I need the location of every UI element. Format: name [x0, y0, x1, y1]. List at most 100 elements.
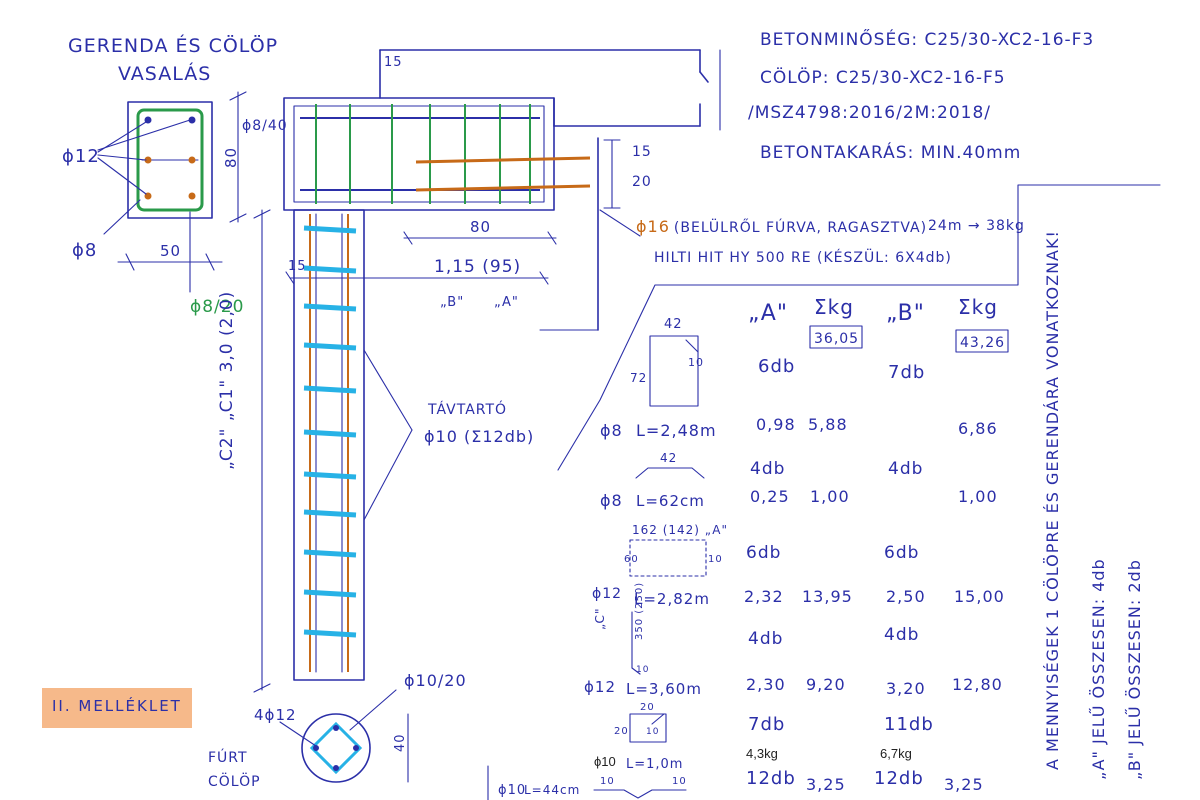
table-row: 42 72 10 6db 7db ϕ8 L=2,48m 0,98 5,88 6,…	[600, 317, 998, 440]
beam-dim-15-right: 15	[632, 144, 652, 160]
row-shape-dim: 42	[664, 317, 683, 332]
side-note-line2: „A" JELŰ ÖSSZESEN: 4db	[1088, 558, 1108, 780]
row-a-count: 4db	[748, 629, 783, 649]
pile-stirrup	[303, 589, 357, 598]
spec-pile-quality: CÖLÖP: C25/30-XC2-16-F5	[760, 66, 1006, 88]
row-bar: ϕ12	[592, 586, 622, 602]
row-length: L=2,48m	[636, 421, 717, 440]
row-bar: ϕ10	[594, 754, 616, 769]
row-b-count: 4db	[884, 625, 919, 645]
spec-standard: /MSZ4798:2016/2M:2018/	[748, 103, 991, 123]
bar-schedule-table: „A" Σkg 36,05 „B" Σkg 43,26 42 72 10 6db…	[487, 295, 1009, 800]
table-row: 162 (142) „A" 60 10 6db 6db ϕ12 L=2,82m …	[592, 523, 1005, 608]
row-b-sum: 12,80	[952, 675, 1003, 694]
pile-stirrup	[303, 385, 357, 394]
row-shape-dim: 10	[672, 776, 687, 787]
row-length: L=62cm	[636, 492, 705, 510]
beam-elevation	[283, 49, 721, 331]
section-phi8-40: ϕ8/40	[242, 118, 288, 134]
row-a-count: 12db	[746, 768, 796, 789]
row-b-sum: 15,00	[954, 587, 1005, 606]
pile-stirrups	[303, 225, 357, 638]
row-a-count: 7db	[748, 714, 785, 735]
row-b-count: 11db	[884, 714, 934, 735]
row-b-count: 4db	[888, 459, 923, 479]
beam-dowel: ϕ16(BELÜLRŐL FÚRVA, RAGASZTVA)	[636, 217, 927, 236]
side-note-line3: „B" JELŰ ÖSSZESEN: 2db	[1124, 559, 1144, 780]
row-bar: ϕ10	[498, 783, 526, 798]
table-row: 42 4db 4db ϕ8 L=62cm 0,25 1,00 1,00	[600, 451, 998, 510]
row-shape-dim: „C"	[593, 608, 607, 630]
pile-caption2: CÖLÖP	[208, 772, 261, 790]
spec-cover: BETONTAKARÁS: MIN.40mm	[760, 141, 1021, 163]
row-length: L=2,82m	[634, 590, 710, 608]
row-length: L=3,60m	[626, 680, 702, 698]
pile-cross-section	[279, 689, 409, 783]
pile-stirrup	[303, 265, 357, 274]
row-a-sum: 9,20	[806, 675, 846, 694]
table-col-b: „B"	[886, 301, 925, 326]
row-length: L=44cm	[524, 783, 580, 797]
row-shape-dim: 42	[660, 451, 677, 465]
beam-mark-a: „A"	[494, 295, 519, 310]
appendix-label: II. MELLÉKLET	[52, 697, 182, 715]
row-a-weight: 2,30	[746, 675, 786, 694]
section-width-dim	[117, 253, 223, 271]
section-height-dim	[229, 91, 247, 223]
row-b-kg: 6,7kg	[880, 746, 912, 761]
appendix-tag: II. MELLÉKLET	[42, 688, 192, 728]
beam-cross-section	[97, 101, 213, 293]
row-a-sum: 1,00	[810, 487, 850, 506]
pile-stirrup	[303, 629, 357, 638]
pile-height-dim	[253, 209, 271, 693]
beam-mark-b: „B"	[440, 295, 464, 310]
row-b-count: 6db	[884, 543, 919, 563]
beam-length: 1,15 (95)	[434, 257, 521, 277]
pile-stirrup	[303, 471, 357, 480]
title-line2: VASALÁS	[118, 62, 211, 85]
pile-diameter: 40	[393, 733, 408, 752]
row-shape-dim: 20	[640, 702, 655, 713]
row-shape-dim: 10	[636, 665, 649, 675]
title-line1: GERENDA ÉS CÖLÖP	[68, 34, 278, 57]
table-col-a: „A"	[748, 301, 788, 326]
section-height: 80	[222, 147, 240, 168]
section-phi12: ϕ12	[62, 146, 100, 167]
row-b-sum: 3,25	[944, 775, 984, 794]
section-phi8: ϕ8	[72, 240, 97, 261]
table-sum-b: 43,26	[960, 335, 1005, 351]
row-b-weight: 3,20	[886, 679, 926, 698]
side-note-line1: A MENNYISÉGEK 1 CÖLÖPRE ÉS GERENDÁRA VON…	[1043, 230, 1062, 770]
table-col-sum-b: Σkg	[958, 295, 998, 319]
row-a-count: 6db	[758, 356, 795, 377]
row-a-kg: 4,3kg	[746, 746, 778, 761]
row-b-sum: 6,86	[958, 419, 998, 438]
row-a-sum: 13,95	[802, 587, 853, 606]
row-b-sum: 1,00	[958, 487, 998, 506]
section-width: 50	[160, 242, 181, 260]
row-bar: ϕ8	[600, 421, 623, 440]
pile-stirrup	[303, 342, 357, 351]
table-boundary	[557, 184, 1161, 471]
row-shape-dim: 10	[688, 356, 704, 369]
row-shape-dim: 350 (250)	[634, 582, 645, 640]
pile-elevation	[293, 209, 365, 681]
row-a-sum: 3,25	[806, 775, 846, 794]
row-b-count: 12db	[874, 768, 924, 789]
pile-spacer-qty: ϕ10 (Σ12db)	[424, 427, 534, 446]
table-col-sum-a: Σkg	[814, 295, 854, 319]
row-a-sum: 5,88	[808, 415, 848, 434]
row-a-weight: 0,98	[756, 415, 796, 434]
pile-spiral: ϕ10/20	[404, 671, 467, 690]
row-shape-dim: 162 (142) „A"	[632, 523, 728, 537]
row-a-count: 6db	[746, 543, 781, 563]
pile-stirrup	[303, 429, 357, 438]
pile-height: „C2" „C1" 3,0 (2,0)	[217, 291, 237, 470]
spec-concrete-quality: BETONMINŐSÉG: C25/30-XC2-16-F3	[760, 28, 1094, 50]
beam-dim-15-left: 15	[288, 259, 307, 274]
table-sum-a: 36,05	[814, 331, 859, 347]
row-a-weight: 2,32	[744, 587, 784, 606]
pile-stirrup	[303, 549, 357, 558]
beam-dowel-qty: 24m → 38kg	[928, 218, 1025, 234]
